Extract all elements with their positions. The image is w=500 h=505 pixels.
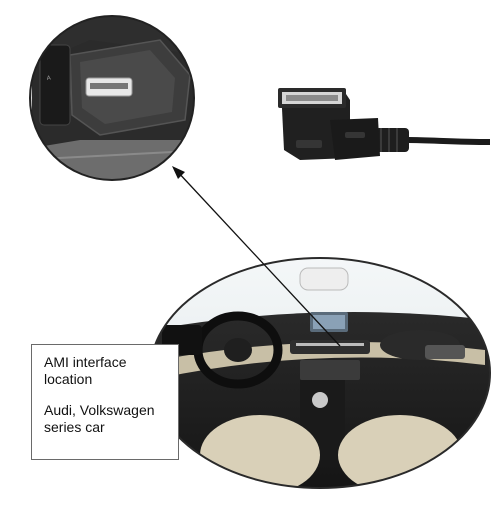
callout-compat: Audi, Volkswagen series car — [44, 402, 178, 436]
car-interior-photo-icon — [149, 257, 491, 489]
callout-line-4: series car — [44, 419, 105, 435]
callout-line-3: Audi, Volkswagen — [44, 402, 155, 418]
callout-line-2: location — [44, 371, 93, 387]
svg-text:A: A — [46, 75, 51, 82]
ami-port-closeup-icon: A — [29, 15, 195, 181]
ami-location-callout: AMI interface location Audi, Volkswagen … — [31, 344, 179, 460]
ami-cable-connector-icon — [278, 88, 491, 160]
pointer-arrow-icon — [172, 166, 341, 347]
callout-title: AMI interface location — [44, 354, 178, 388]
callout-line-1: AMI interface — [44, 354, 127, 370]
